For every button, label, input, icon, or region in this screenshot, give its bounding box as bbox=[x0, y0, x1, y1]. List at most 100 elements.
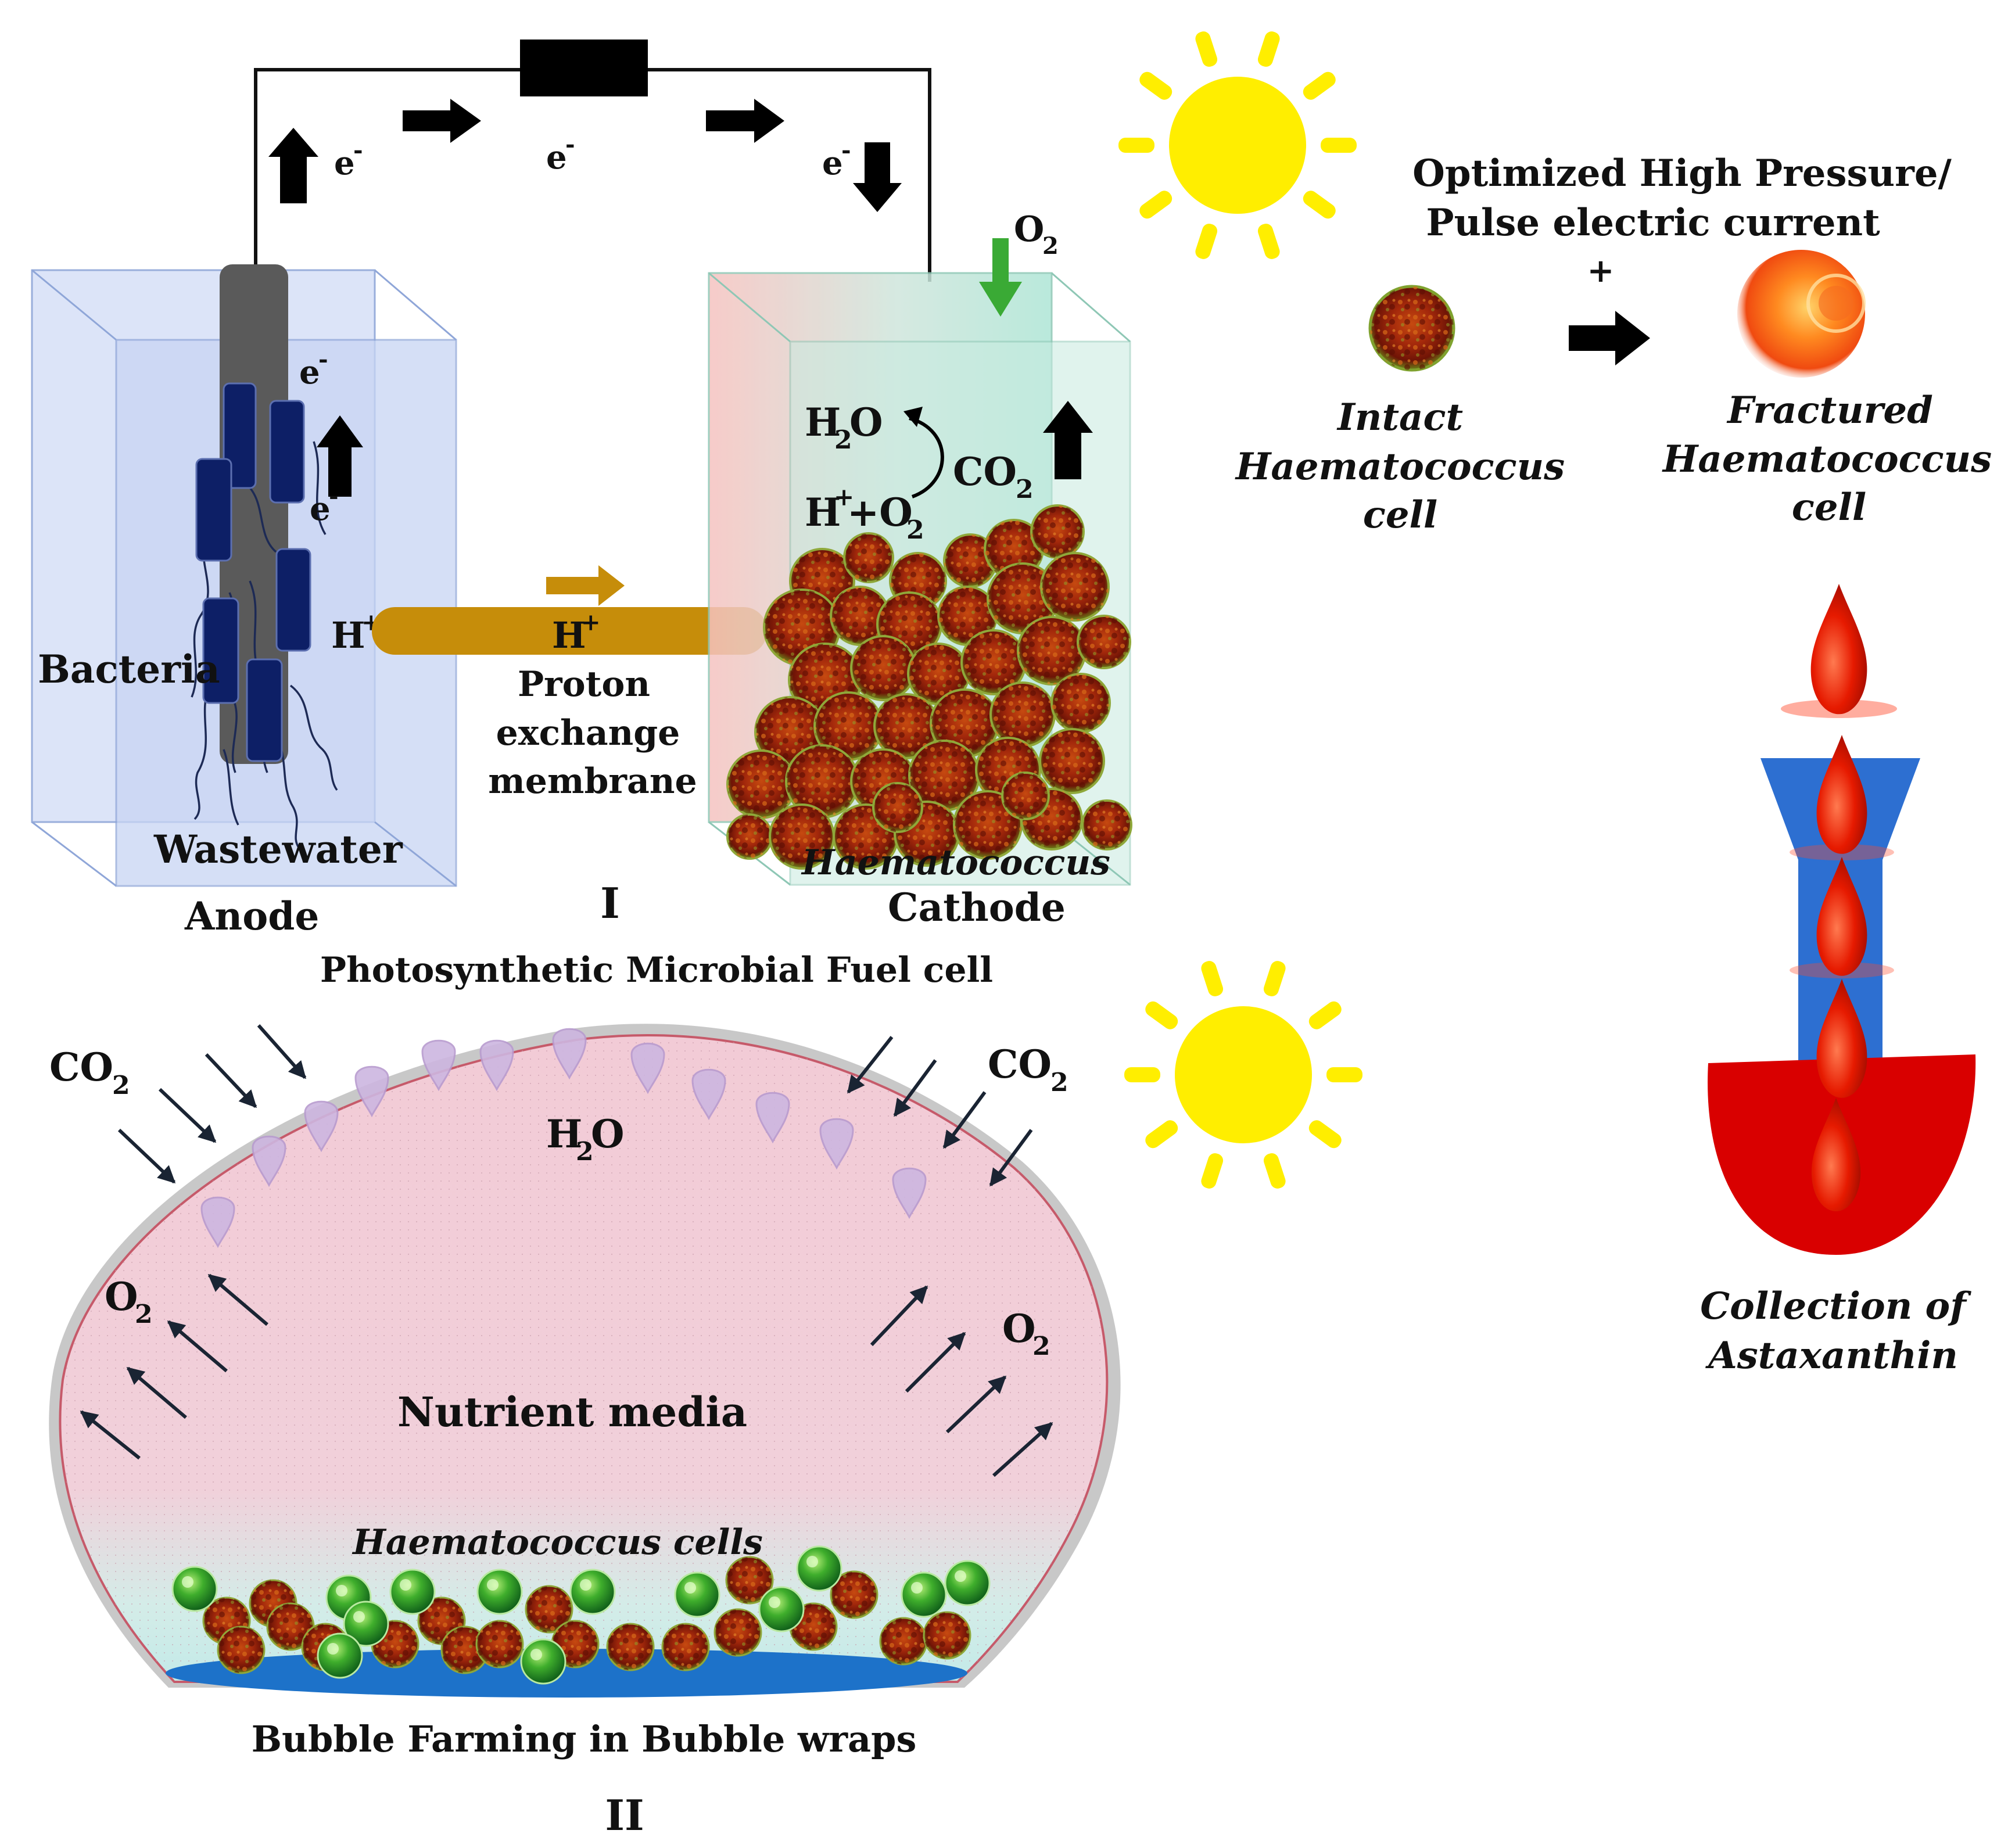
haematococcus-cell-icon bbox=[1001, 772, 1050, 820]
gas-arrow-icon bbox=[945, 1375, 1007, 1434]
haematococcus-cell-icon bbox=[830, 586, 890, 646]
sun-ray bbox=[1257, 224, 1280, 259]
bacterium-icon bbox=[269, 400, 305, 504]
sun-ray bbox=[1145, 1120, 1178, 1149]
gas-arrow-icon bbox=[158, 1088, 217, 1143]
electron-label: e bbox=[822, 144, 843, 182]
reaction-proton-charge: + bbox=[834, 483, 854, 511]
intact-label-line2: Haematococcus bbox=[1235, 445, 1565, 489]
bubble-co2-left-subscript: 2 bbox=[112, 1071, 130, 1100]
plus-sign: + bbox=[1587, 252, 1615, 290]
green-cell-icon bbox=[343, 1601, 389, 1647]
water-droplet-icon bbox=[630, 1042, 665, 1095]
proton-arrow-icon bbox=[546, 565, 625, 606]
nutrient-media-label: Nutrient media bbox=[397, 1388, 747, 1436]
electron-charge: - bbox=[329, 482, 339, 509]
bubble-o2-left: O bbox=[105, 1274, 138, 1319]
green-cell-icon bbox=[569, 1569, 616, 1615]
fuel-cell-panel: e - e - e - bbox=[31, 40, 1132, 991]
electron-charge: - bbox=[565, 131, 575, 158]
reaction-o2-label: +O bbox=[847, 490, 913, 535]
water-droplet-icon bbox=[479, 1039, 514, 1092]
green-cell-icon bbox=[476, 1569, 523, 1615]
haematococcus-cell-icon bbox=[525, 1585, 573, 1634]
green-cell-icon bbox=[901, 1571, 947, 1618]
sun-ray bbox=[1201, 961, 1224, 996]
cathode-o2-label: O bbox=[1014, 209, 1044, 250]
gas-arrow-icon bbox=[167, 1320, 228, 1373]
bubble-h2o: H bbox=[546, 1111, 582, 1157]
gas-arrow-icon bbox=[989, 1129, 1033, 1187]
gas-exchange-arrows bbox=[80, 1024, 1053, 1477]
bacterium-icon bbox=[275, 548, 311, 652]
bacteria-label: Bacteria bbox=[38, 647, 220, 692]
membrane-label-line1: Proton bbox=[518, 664, 650, 705]
membrane-label-line2: exchange bbox=[496, 713, 680, 753]
arrow-up-icon bbox=[268, 128, 318, 203]
haematococcus-cell-icon bbox=[960, 629, 1027, 695]
astaxanthin-collection-apparatus bbox=[1708, 584, 1976, 1255]
green-cell-icon bbox=[317, 1632, 363, 1679]
green-cell-icon bbox=[389, 1569, 436, 1615]
bacterium-icon bbox=[246, 658, 283, 762]
green-cell-icon bbox=[171, 1566, 218, 1612]
sun-ray bbox=[1195, 224, 1218, 259]
drop-icon bbox=[1816, 735, 1867, 854]
panel-I-label: I bbox=[600, 878, 620, 928]
water-droplet-icon bbox=[819, 1118, 854, 1170]
fractured-label-line2: Haematococcus bbox=[1662, 437, 1992, 481]
collection-label-line2: Astaxanthin bbox=[1705, 1334, 1958, 1377]
electron-label: e bbox=[334, 144, 355, 182]
electron-charge: - bbox=[841, 137, 851, 164]
sun-ray bbox=[1118, 138, 1154, 153]
gas-arrow-icon bbox=[205, 1053, 257, 1108]
haematococcus-cell-icon bbox=[1077, 615, 1131, 669]
haematococcus-cell-icon bbox=[830, 1570, 878, 1619]
electron-charge: - bbox=[353, 137, 363, 164]
haematococcus-cell-icon bbox=[850, 635, 916, 701]
cathode-cell-cluster bbox=[726, 504, 1132, 870]
electron-label: e bbox=[310, 490, 331, 528]
gas-arrow-icon bbox=[847, 1036, 894, 1094]
green-cell-icon bbox=[796, 1545, 842, 1592]
sun-ray bbox=[1303, 191, 1336, 219]
gas-arrow-icon bbox=[870, 1285, 928, 1347]
gas-arrow-icon bbox=[80, 1410, 141, 1460]
intact-cell-icon bbox=[1368, 285, 1455, 372]
arrow-up-icon bbox=[317, 415, 363, 497]
bubble-o2-right: O bbox=[1002, 1306, 1036, 1351]
anode-label: Anode bbox=[184, 894, 319, 939]
water-droplet-icon bbox=[354, 1065, 389, 1118]
haematococcus-cells-label: Haematococcus cells bbox=[352, 1522, 763, 1563]
gas-arrow-icon bbox=[942, 1091, 987, 1149]
cathode-label: Cathode bbox=[888, 885, 1066, 930]
haematococcus-cell-icon bbox=[726, 813, 773, 860]
electron-label: e bbox=[299, 353, 320, 392]
reaction-curve-arrow-icon bbox=[909, 417, 944, 498]
haematococcus-cell-icon bbox=[725, 1556, 774, 1605]
bubble-dots bbox=[60, 1035, 1107, 1682]
haematococcus-cell-icon bbox=[879, 1617, 928, 1666]
o2-inflow-arrow-icon bbox=[979, 238, 1022, 317]
water-droplet-icon bbox=[892, 1167, 927, 1219]
intact-label-line3: cell bbox=[1363, 493, 1437, 537]
haematococcus-cell-icon bbox=[813, 691, 883, 761]
haematococcus-cell-icon bbox=[726, 749, 796, 819]
bubble-base bbox=[166, 1649, 967, 1698]
fractured-label-line1: Fractured bbox=[1726, 389, 1933, 432]
green-cell-icon bbox=[944, 1560, 991, 1606]
sun-ray bbox=[1326, 1067, 1362, 1082]
bubble-o2-right-subscript: 2 bbox=[1032, 1332, 1050, 1361]
gas-arrow-icon bbox=[117, 1128, 176, 1184]
bubble-h2o-b: O bbox=[591, 1111, 625, 1157]
haematococcus-cell-icon bbox=[769, 803, 835, 870]
anode-proton-label: H bbox=[331, 614, 365, 656]
bubble-farming-panel: CO 2 CO 2 H 2 O O 2 O 2 Nutrient media H… bbox=[49, 1024, 1121, 1840]
bubble-farming-caption: Bubble Farming in Bubble wraps bbox=[252, 1718, 917, 1760]
sun-ray bbox=[1145, 1001, 1178, 1029]
haematococcus-cell-icon bbox=[937, 586, 998, 646]
arrow-right-icon bbox=[403, 99, 481, 143]
resistor-icon bbox=[520, 40, 648, 96]
h2o-label-b: O bbox=[849, 400, 883, 445]
